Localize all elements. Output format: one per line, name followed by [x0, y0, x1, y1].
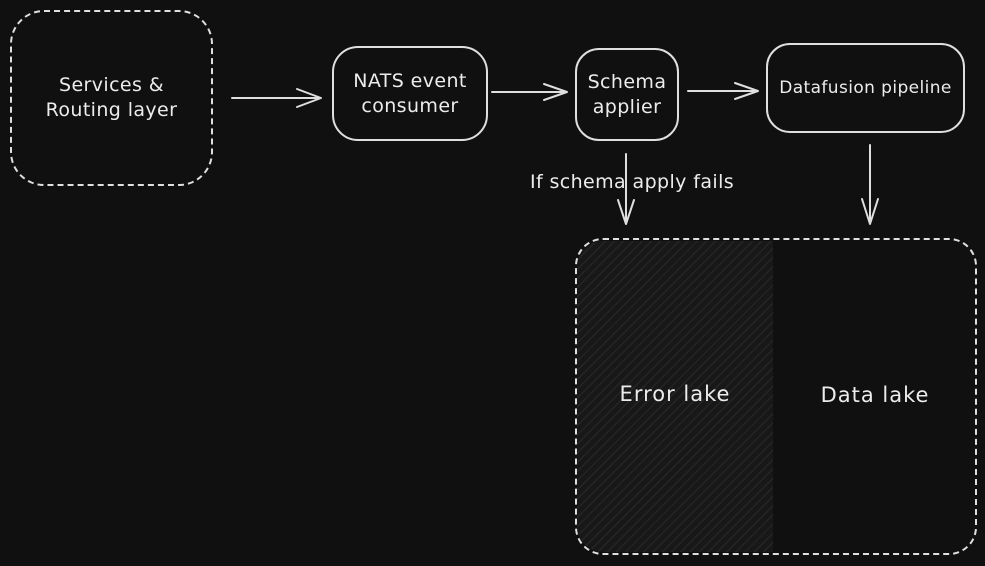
arrow-datafusion-to-data-lake — [861, 144, 879, 225]
node-label: NATS event consumer — [353, 69, 467, 117]
edge-label-if-schema-apply-fails: If schema apply fails — [529, 171, 735, 193]
node-label: Services & Routing layer — [45, 74, 178, 121]
arrow-nats-to-schema — [491, 83, 568, 101]
node-nats-event-consumer: NATS event consumer — [332, 46, 488, 141]
node-data-lake: Data lake — [820, 383, 930, 407]
node-label: Datafusion pipeline — [779, 77, 952, 98]
node-label: Schema applier — [587, 70, 667, 118]
arrow-services-to-nats — [231, 88, 322, 108]
node-lakes-container — [575, 238, 977, 555]
node-services-routing-layer: Services & Routing layer — [10, 10, 213, 186]
arrow-schema-to-datafusion — [687, 82, 759, 100]
node-schema-applier: Schema applier — [575, 48, 679, 141]
error-lake-hatch-region — [577, 241, 773, 552]
node-error-lake: Error lake — [619, 382, 731, 406]
node-datafusion-pipeline: Datafusion pipeline — [766, 43, 965, 133]
